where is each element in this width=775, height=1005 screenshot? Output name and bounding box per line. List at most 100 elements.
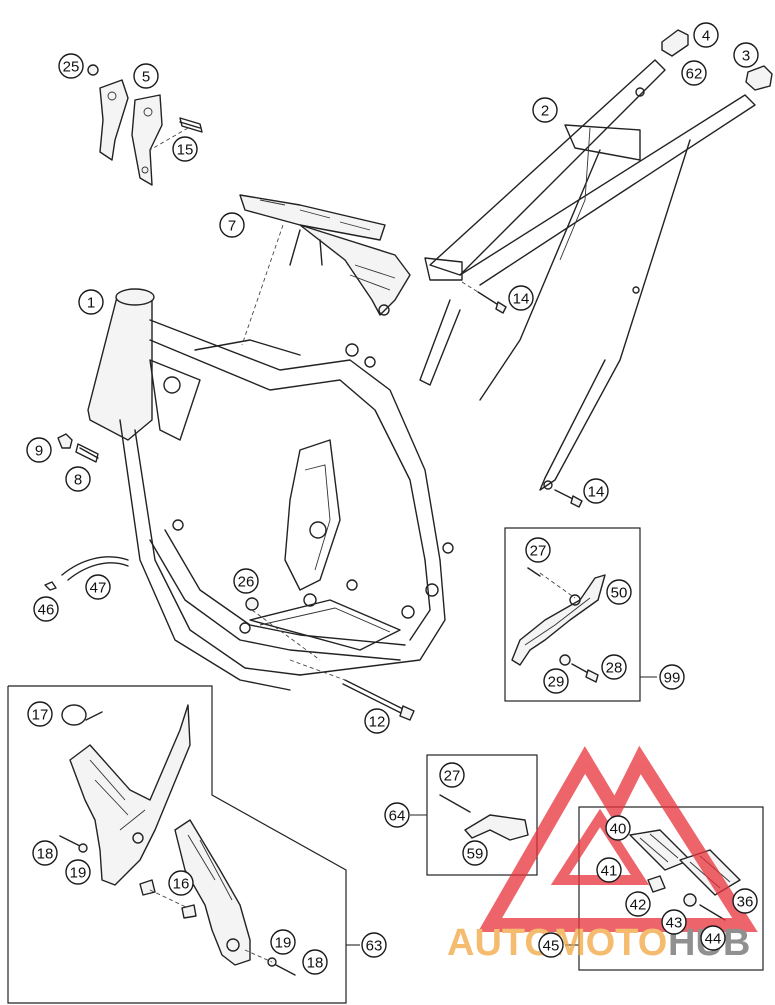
callout-circle (681, 60, 707, 86)
callout-12: 12 (364, 708, 390, 734)
callout-number: 18 (307, 955, 324, 972)
callout-number: 47 (90, 580, 107, 597)
callout-number: 27 (444, 768, 461, 785)
callout-circle (659, 664, 685, 690)
bolt-part-62 (635, 87, 645, 97)
callout-circle (384, 802, 410, 828)
callout-2: 2 (532, 97, 558, 123)
callout-7: 7 (219, 212, 245, 238)
spacer-part-16-right (181, 904, 197, 919)
callout-circle (700, 925, 726, 951)
callout-number: 16 (173, 876, 190, 893)
pin-part-44 (699, 904, 726, 921)
callout-42: 42 (625, 891, 651, 917)
callout-50: 50 (606, 579, 632, 605)
callout-27: 27 (525, 537, 551, 563)
spring-part-41 (647, 875, 666, 893)
callout-1: 1 (78, 289, 104, 315)
callout-number: 41 (601, 863, 618, 880)
callout-number: 45 (543, 938, 560, 955)
callout-circle (583, 478, 609, 504)
callout-number: 9 (35, 443, 43, 460)
nut-part-9 (57, 433, 73, 449)
callout-circle (32, 840, 58, 866)
callout-number: 62 (686, 66, 703, 83)
callout-number: 2 (541, 103, 549, 120)
callout-circle (596, 857, 622, 883)
callout-circle (65, 466, 91, 492)
callout-number: 14 (513, 291, 530, 308)
callout-3: 3 (733, 42, 759, 68)
callout-19: 19 (65, 859, 91, 885)
bolt-part-18-right (275, 964, 296, 976)
callout-44: 44 (700, 925, 726, 951)
callout-46: 46 (33, 596, 59, 622)
callout-number: 59 (467, 846, 484, 863)
callout-19: 19 (270, 929, 296, 955)
group-box-63 (7, 685, 347, 1004)
callout-circle (693, 22, 719, 48)
callout-circle (605, 815, 631, 841)
callout-number: 28 (606, 660, 623, 677)
callout-number: 18 (37, 846, 54, 863)
callout-circle (439, 762, 465, 788)
subframe-part (419, 59, 756, 491)
engine-bracket-part (87, 64, 203, 186)
bolt-part-27-guide (527, 567, 541, 577)
callout-number: 63 (366, 938, 383, 955)
frame-protector-left-part (69, 704, 191, 886)
callout-circle (172, 136, 198, 162)
callout-circle (532, 97, 558, 123)
main-frame-part (87, 288, 454, 691)
callout-18: 18 (32, 840, 58, 866)
callout-number: 99 (664, 670, 681, 687)
callout-circle (33, 596, 59, 622)
callout-number: 27 (530, 543, 547, 560)
callout-26: 26 (233, 568, 259, 594)
spacer-part-16-left (139, 879, 156, 896)
clip-part-46 (44, 581, 57, 591)
frame-protector-right-part (174, 819, 251, 966)
washer-part-19-left (78, 843, 88, 853)
callout-number: 19 (275, 935, 292, 952)
bolt-part-27-guard (439, 794, 471, 813)
callout-number: 7 (228, 218, 236, 235)
group-box-99 (504, 527, 641, 702)
washer-part-29 (559, 654, 571, 666)
callout-number: 43 (666, 915, 683, 932)
long-bolt-part-12 (342, 679, 415, 721)
callout-circle (78, 289, 104, 315)
callout-number: 3 (742, 48, 750, 65)
bolt-part-8 (75, 443, 99, 463)
callout-64: 64 (384, 802, 410, 828)
callout-8: 8 (65, 466, 91, 492)
cable-tie-part-17 (61, 704, 87, 726)
callout-5: 5 (133, 63, 159, 89)
callout-number: 12 (369, 714, 386, 731)
callout-63: 63 (361, 932, 387, 958)
hose-part-47 (61, 556, 129, 576)
callout-circle (26, 437, 52, 463)
callout-number: 8 (74, 472, 82, 489)
callout-circle (364, 708, 390, 734)
callout-circle (65, 859, 91, 885)
callout-number: 50 (611, 585, 628, 602)
guard-part-59 (464, 814, 529, 841)
callout-41: 41 (596, 857, 622, 883)
callout-number: 44 (705, 931, 722, 948)
callout-circle (606, 579, 632, 605)
callout-27: 27 (439, 762, 465, 788)
callout-number: 17 (32, 707, 49, 724)
callout-circle (661, 909, 687, 935)
callout-number: 36 (737, 894, 754, 911)
callout-circle (219, 212, 245, 238)
callout-number: 40 (610, 821, 627, 838)
bolt-part-14-lower (554, 489, 583, 508)
callout-circle (525, 537, 551, 563)
callout-number: 46 (38, 602, 55, 619)
callout-36: 36 (732, 888, 758, 914)
callout-number: 29 (548, 674, 565, 691)
callout-18: 18 (302, 949, 328, 975)
